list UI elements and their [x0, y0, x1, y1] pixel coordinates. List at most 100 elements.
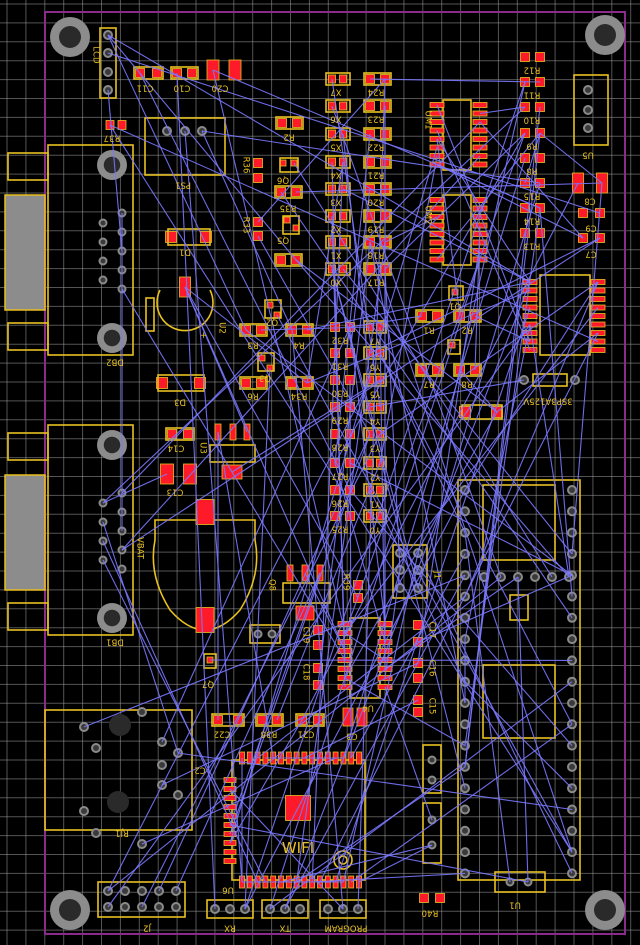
ratsnest-line: [479, 106, 526, 115]
silkscreen-outline: [145, 297, 155, 332]
ratsnest-line: [276, 314, 573, 853]
silkscreen-outline: [442, 194, 472, 266]
smd-pad: [195, 499, 215, 525]
ratsnest-line: [107, 34, 247, 331]
u2-outline: [156, 289, 214, 332]
through-hole-pin: [120, 886, 130, 896]
silkscreen-outline: [261, 899, 309, 919]
through-hole-pin: [157, 760, 167, 770]
smd-pad: [266, 301, 274, 309]
silkscreen-outline: [482, 484, 556, 561]
ratsnest-line: [571, 182, 603, 554]
smd-pad: [535, 52, 545, 62]
through-hole-pin: [137, 886, 147, 896]
label-y5: Y5: [370, 389, 382, 399]
label-r32: R32: [332, 335, 349, 345]
ratsnest-line: [344, 307, 599, 634]
label-r10: R10: [524, 115, 541, 125]
db-connector: [47, 424, 134, 636]
ratsnest-line: [244, 367, 271, 910]
board-outline: [44, 11, 626, 935]
label-fuse: 3SP3A125V: [523, 396, 572, 406]
smd-pad: [287, 378, 297, 388]
mounting-hole-center: [103, 329, 121, 347]
ratsnest-line: [464, 132, 541, 767]
label-c7: C7: [585, 249, 596, 259]
label-c16: C16: [427, 660, 437, 677]
through-hole-pin: [583, 85, 593, 95]
ratsnest-line: [109, 124, 599, 343]
ratsnest-line: [436, 138, 461, 317]
label-q7: Q7: [202, 679, 214, 689]
label-r30: R30: [332, 388, 349, 398]
smd-pad: [256, 378, 266, 388]
ratsnest-line: [161, 326, 351, 743]
label-d3: D3: [174, 397, 186, 407]
ratsnest-line: [257, 78, 386, 223]
ratsnest-line: [539, 132, 603, 184]
label-j1: J1: [432, 570, 442, 579]
label-r6: R6: [247, 391, 258, 401]
db-connector: [47, 144, 134, 356]
ratsnest-line: [229, 147, 438, 844]
ratsnest-line: [384, 686, 433, 821]
ratsnest-line: [245, 329, 573, 576]
smd-pad: [413, 707, 423, 717]
ratsnest-line: [479, 121, 584, 239]
ratsnest-line: [184, 286, 359, 599]
ratsnest-line: [474, 225, 481, 371]
label-u2: U2: [217, 322, 227, 334]
ratsnest-line: [121, 121, 481, 494]
through-hole-pin: [583, 123, 593, 133]
ratsnest-line: [317, 241, 371, 686]
smd-pad: [429, 231, 445, 237]
label-c19: C19: [301, 627, 311, 644]
smd-pad: [277, 118, 287, 128]
silkscreen-outline: [7, 432, 49, 461]
rj1-hole: [109, 714, 131, 736]
ratsnest-line: [107, 34, 297, 261]
ratsnest-line: [417, 242, 481, 664]
rj1-hole: [107, 791, 129, 813]
silkscreen-outline: [7, 322, 49, 351]
ratsnest-line: [384, 216, 438, 243]
ratsnest-line: [369, 78, 541, 83]
ratsnest: [83, 34, 603, 910]
silkscreen-outline: [264, 299, 282, 319]
ratsnest-line: [436, 163, 541, 209]
ratsnest-line: [349, 489, 573, 746]
ratsnest-line: [269, 681, 573, 910]
label-r12: R12: [524, 65, 541, 75]
smd-pad: [535, 153, 545, 163]
label-x0: X0: [330, 277, 341, 287]
label-r13: R13: [524, 241, 541, 251]
label-c20: C20: [212, 83, 229, 93]
label-r9: R9: [526, 141, 537, 151]
smd-pad: [328, 237, 336, 247]
through-hole-pin: [460, 804, 470, 815]
label-r19: R19: [368, 224, 385, 234]
ratsnest-line: [384, 268, 401, 571]
ratsnest-line: [319, 332, 599, 883]
ratsnest-line: [217, 431, 274, 759]
smd-pad: [183, 429, 193, 439]
ratsnest-line: [107, 89, 123, 252]
label-x4: X4: [330, 170, 341, 180]
smd-pad: [279, 159, 287, 167]
smd-pad: [328, 129, 336, 139]
ratsnest-line: [229, 788, 344, 910]
silkscreen-outline: [532, 373, 568, 387]
ratsnest-line: [177, 752, 573, 811]
ratsnest-line: [184, 286, 248, 433]
smd-pad: [253, 158, 263, 168]
ratsnest-line: [524, 132, 541, 184]
smd-pad: [200, 231, 212, 243]
label-r22: R22: [368, 142, 385, 152]
ratsnest-line: [121, 237, 601, 551]
label-q5: Q5: [277, 235, 289, 245]
smd-pad: [472, 144, 488, 151]
ratsnest-line: [306, 289, 531, 384]
label-rj1: RJ1: [115, 828, 129, 838]
